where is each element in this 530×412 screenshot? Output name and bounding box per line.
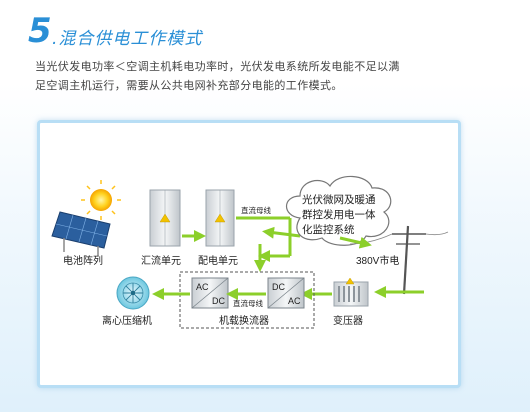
description: 当光伏发电功率＜空调主机耗电功率时，光伏发电系统所发电能不足以满 足空调主机运行… (35, 58, 465, 96)
converter-ac-dc-box (191, 277, 229, 309)
controller-line-3: 化监控系统 (302, 223, 355, 236)
description-line-2: 足空调主机运行，需要从公共电网补充部分电能的工作模式。 (35, 80, 343, 92)
section-number: 5 (28, 11, 52, 51)
compressor-label: 离心压缩机 (102, 314, 152, 327)
power-pole-icon (349, 225, 449, 295)
sun-icon (81, 180, 121, 220)
flow-arrow (236, 216, 292, 262)
conv-right-bottom-label: AC (288, 296, 301, 306)
combiner-cabinet-icon (149, 189, 181, 247)
title-dot: . (52, 29, 59, 49)
diagram-frame (37, 120, 461, 388)
conv-left-top-label: AC (196, 282, 209, 292)
converter-dc-ac-box (267, 277, 305, 309)
compressor-fan-icon (116, 276, 150, 310)
converter-label: 机载换流器 (219, 314, 269, 327)
solar-array-label: 电池阵列 (63, 254, 103, 267)
conv-right-top-label: DC (272, 282, 285, 292)
transformer-icon (333, 277, 369, 307)
controller-line-1: 光伏微网及暖通 (302, 193, 376, 206)
distribution-cabinet-icon (205, 189, 235, 247)
section-title: .混合供电工作模式 (52, 24, 202, 49)
dc-bus-bottom-label: 直流母线 (233, 298, 263, 308)
transformer-label: 变压器 (333, 314, 363, 327)
conv-left-bottom-label: DC (212, 296, 225, 306)
controller-line-2: 群控发用电一体 (302, 208, 376, 221)
grid-label: 380V市电 (356, 254, 399, 267)
control-arrow (339, 236, 372, 249)
description-line-1: 当光伏发电功率＜空调主机耗电功率时，光伏发电系统所发电能不足以满 (35, 61, 400, 73)
dc-bus-top-label: 直流母线 (241, 205, 271, 215)
title-text: 混合供电工作模式 (58, 29, 203, 49)
solar-panel-icon (51, 211, 111, 256)
distribution-label: 配电单元 (198, 254, 238, 267)
converter-boundary (179, 271, 315, 329)
monitoring-system-cloud (285, 175, 392, 246)
combiner-label: 汇流单元 (141, 254, 181, 267)
control-arrow (262, 226, 301, 239)
